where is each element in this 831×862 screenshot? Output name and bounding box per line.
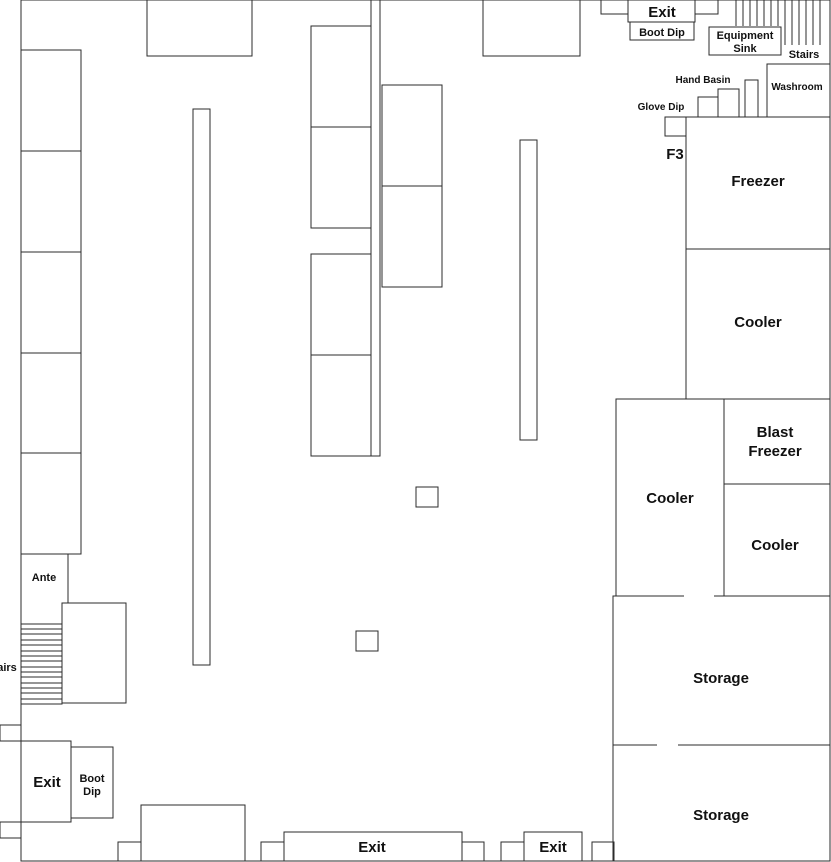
blast-freezer-label-1: Blast (757, 424, 794, 441)
storage-1-label: Storage (693, 670, 749, 687)
top-right-fixture (482, 0, 581, 57)
storage-door-gap-2 (657, 742, 678, 748)
glove-dip-label: Glove Dip (638, 102, 685, 113)
hand-basin-small (697, 96, 719, 118)
left-bay-2 (20, 150, 82, 253)
cooler-right-label: Cooler (734, 314, 782, 331)
exit-bottom-2-step-left (500, 841, 525, 862)
boot-dip-top (629, 21, 695, 41)
floor-drain-2 (355, 630, 379, 652)
bottom-fixture (140, 804, 246, 862)
bottom-step-1 (117, 841, 142, 862)
grid-rack-right (519, 139, 538, 441)
glove-dip (664, 116, 687, 137)
exit-left-step-bottom (0, 821, 22, 839)
boot-dip-top-label: Boot Dip (639, 27, 685, 39)
left-bay-5 (20, 452, 82, 555)
exit-top-label: Exit (648, 4, 676, 21)
stairs-top-label: Stairs (789, 49, 820, 61)
conveyor-chevrons (370, 0, 381, 457)
hand-basin-large (717, 88, 740, 118)
boot-dip-left-label-1: Boot (79, 773, 104, 785)
table-a2 (310, 126, 372, 229)
top-left-fixture (146, 0, 253, 57)
stairs-left-label-bg (0, 660, 19, 674)
table-a1 (310, 25, 372, 128)
freezer-label: Freezer (731, 173, 785, 190)
blast-freezer-label-2: Freezer (748, 443, 802, 460)
washroom-label: Washroom (771, 82, 822, 93)
hand-basin-label: Hand Basin (675, 75, 730, 86)
floor-drain-1 (415, 486, 439, 508)
table-a4 (310, 354, 372, 457)
exit-top-step-left (600, 0, 629, 15)
storage-room-2 (612, 744, 831, 862)
f3-label: F3 (666, 146, 684, 163)
left-bay-4 (20, 352, 82, 454)
equipment-sink-label-2: Sink (733, 43, 757, 55)
cooler-lower-right-label: Cooler (751, 537, 799, 554)
exit-bottom-2-label: Exit (539, 839, 567, 856)
equipment-sink-label-1: Equipment (717, 30, 774, 42)
boot-dip-left-label-2: Dip (83, 786, 101, 798)
table-b1 (381, 84, 443, 187)
exit-top-step-right (694, 0, 719, 15)
blast-freezer-room (723, 398, 831, 485)
left-bay-1 (20, 49, 82, 152)
storage-door-gap-1 (684, 593, 714, 599)
exit-bottom-2-step-right (591, 841, 615, 862)
stairs-top (735, 0, 821, 45)
equipment-sink (708, 26, 782, 56)
cooler-mid-label: Cooler (646, 490, 694, 507)
grid-rack-left (192, 108, 211, 666)
drain-chevrons (744, 79, 759, 118)
storage-2-label: Storage (693, 807, 749, 824)
stairs-left-label: airs (0, 662, 17, 674)
exit-bottom-2-door[interactable] (523, 831, 583, 862)
ante-label: Ante (32, 572, 56, 584)
table-b2 (381, 185, 443, 288)
left-bay-3 (20, 251, 82, 354)
exit-left-step-top (0, 724, 22, 742)
exit-bottom-1-step-right (461, 841, 485, 862)
exit-bottom-1-step-left (260, 841, 285, 862)
table-a3 (310, 253, 372, 356)
exit-bottom-1-label: Exit (358, 839, 386, 856)
boot-dip-left (70, 746, 114, 819)
outer-wall (20, 0, 831, 862)
left-room-box (61, 602, 127, 704)
stairs-left (20, 623, 63, 705)
exit-left-label: Exit (33, 774, 61, 791)
